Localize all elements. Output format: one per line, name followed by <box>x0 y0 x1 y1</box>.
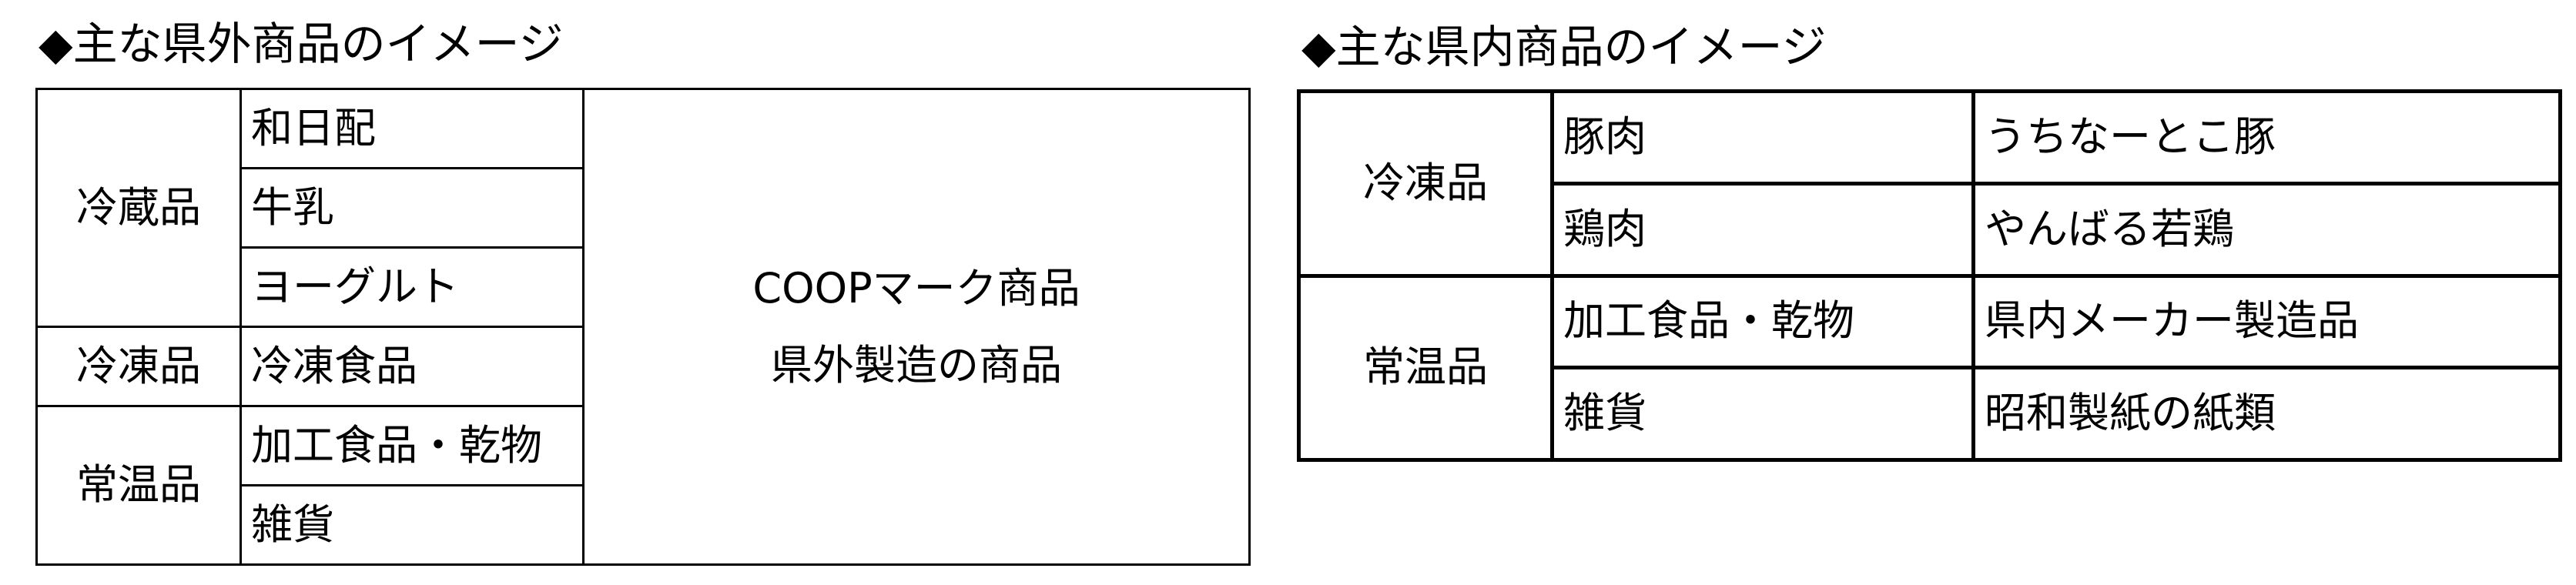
item-cell: 和日配 <box>240 88 585 169</box>
outside-products-heading: ◆主な県外商品のイメージ <box>39 18 564 70</box>
table-row: 常温品 加工食品・乾物 県内メーカー製造品 <box>1297 273 2562 462</box>
example-cell: うちなーとこ豚 <box>1971 89 2562 186</box>
item-cell: 加工食品・乾物 <box>1550 273 1975 370</box>
item-cell: ヨーグルト <box>240 246 585 328</box>
category-cell: 常温品 <box>35 405 242 566</box>
description-cell: COOPマーク商品 県外製造の商品 <box>582 88 1251 566</box>
item-cell: 雑貨 <box>240 484 585 566</box>
example-cell: やんばる若鶏 <box>1971 181 2562 278</box>
local-products-heading: ◆主な県内商品のイメージ <box>1301 21 1827 73</box>
category-cell: 冷蔵品 <box>35 88 242 328</box>
category-cell: 冷凍品 <box>1297 89 1554 278</box>
item-cell: 冷凍食品 <box>240 326 585 407</box>
description-line: 県外製造の商品 <box>771 340 1062 389</box>
example-cell: 県内メーカー製造品 <box>1971 273 2562 370</box>
table-row: 冷蔵品 和日配 COOPマーク商品 県外製造の商品 <box>35 88 1251 566</box>
category-cell: 冷凍品 <box>35 326 242 407</box>
table-row: 雑貨 昭和製紙の紙類 <box>1299 366 2562 462</box>
table-row: ヨーグルト <box>37 246 1250 328</box>
item-cell: 牛乳 <box>240 167 585 249</box>
local-products-table: 冷凍品 豚肉 うちなーとこ豚 鶏肉 やんばる若鶏 常温品 加工食品・乾物 県内メ… <box>1297 89 2562 462</box>
item-cell: 豚肉 <box>1550 89 1975 186</box>
item-cell: 加工食品・乾物 <box>240 405 585 486</box>
table-row: 鶏肉 やんばる若鶏 <box>1299 181 2562 278</box>
category-cell: 常温品 <box>1297 273 1554 462</box>
table-row: 常温品 加工食品・乾物 <box>35 405 1250 566</box>
item-cell: 雑貨 <box>1550 366 1975 462</box>
outside-products-table: 冷蔵品 和日配 COOPマーク商品 県外製造の商品 牛乳 ヨーグルト 冷凍品 冷… <box>35 88 1251 566</box>
table-row: 牛乳 <box>37 167 1250 249</box>
description-line: COOPマーク商品 <box>752 263 1080 313</box>
item-cell: 鶏肉 <box>1550 181 1975 278</box>
table-row: 冷凍品 冷凍食品 <box>35 326 1250 407</box>
table-row: 雑貨 <box>37 484 1250 566</box>
table-row: 冷凍品 豚肉 うちなーとこ豚 <box>1297 89 2562 278</box>
example-cell: 昭和製紙の紙類 <box>1971 366 2562 462</box>
